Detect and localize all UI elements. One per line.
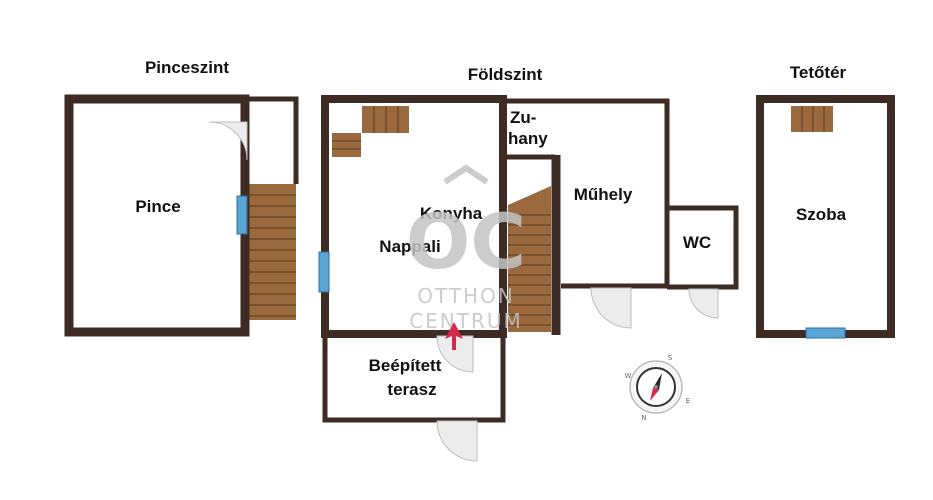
room-label-pince: Pince bbox=[135, 197, 180, 216]
basement-plan: Pince bbox=[64, 94, 299, 337]
room-label-terasz-2: terasz bbox=[387, 380, 436, 399]
ground-floor-plan: Konyha Nappali Zu- hany Műhely WC Beépít… bbox=[318, 95, 739, 462]
basement-side-walls bbox=[245, 96, 299, 184]
ground-stairs-main-steps bbox=[508, 214, 551, 326]
otthon-centrum-watermark: OC OTTHON CENTRUM bbox=[406, 164, 526, 333]
compass-icon: S W E N bbox=[625, 354, 691, 422]
basement-window bbox=[236, 195, 248, 235]
ground-stairs-small bbox=[332, 133, 361, 157]
terasz-outer-door bbox=[436, 420, 478, 462]
terasz-inner-door bbox=[436, 335, 474, 373]
wc-door bbox=[688, 288, 719, 319]
ground-stairs-small-steps bbox=[332, 140, 361, 150]
room-label-zuhany-2: hany bbox=[508, 129, 548, 148]
room-muhely-walls bbox=[503, 98, 670, 289]
entrance-arrow-icon bbox=[445, 322, 463, 350]
ground-stairs-top-steps bbox=[373, 106, 399, 133]
room-label-szoba: Szoba bbox=[796, 205, 847, 224]
compass-s: S bbox=[668, 354, 673, 362]
basement-stairs bbox=[248, 184, 296, 320]
attic-plan: Szoba bbox=[756, 95, 895, 339]
watermark-line2: CENTRUM bbox=[409, 309, 523, 333]
attic-stairs bbox=[791, 106, 833, 132]
attic-stairs-steps bbox=[801, 106, 825, 132]
room-label-wc: WC bbox=[683, 233, 711, 252]
watermark-line1: OTTHON bbox=[417, 284, 515, 308]
attic-window bbox=[805, 327, 846, 339]
compass-n: N bbox=[641, 414, 646, 422]
compass-w: W bbox=[625, 372, 632, 380]
room-label-konyha: Konyha bbox=[420, 204, 483, 223]
floor-title-ground: Földszint bbox=[468, 65, 543, 84]
basement-door bbox=[208, 121, 248, 161]
room-label-terasz-1: Beépített bbox=[369, 356, 442, 375]
room-wc-walls bbox=[667, 205, 739, 290]
room-label-muhely: Műhely bbox=[574, 185, 633, 204]
watermark-monogram: OC bbox=[406, 197, 526, 286]
compass-e: E bbox=[686, 397, 690, 405]
basement-stairs-steps bbox=[248, 194, 296, 317]
muhely-door bbox=[590, 287, 632, 329]
floor-title-basement: Pinceszint bbox=[145, 58, 229, 77]
room-label-nappali: Nappali bbox=[379, 237, 440, 256]
room-label-zuhany-1: Zu- bbox=[510, 108, 536, 127]
room-nappali-walls bbox=[321, 95, 507, 338]
nappali-window bbox=[318, 251, 330, 293]
floor-title-attic: Tetőtér bbox=[790, 63, 847, 82]
room-terasz-walls bbox=[322, 334, 506, 423]
watermark-roof-icon bbox=[443, 164, 489, 185]
